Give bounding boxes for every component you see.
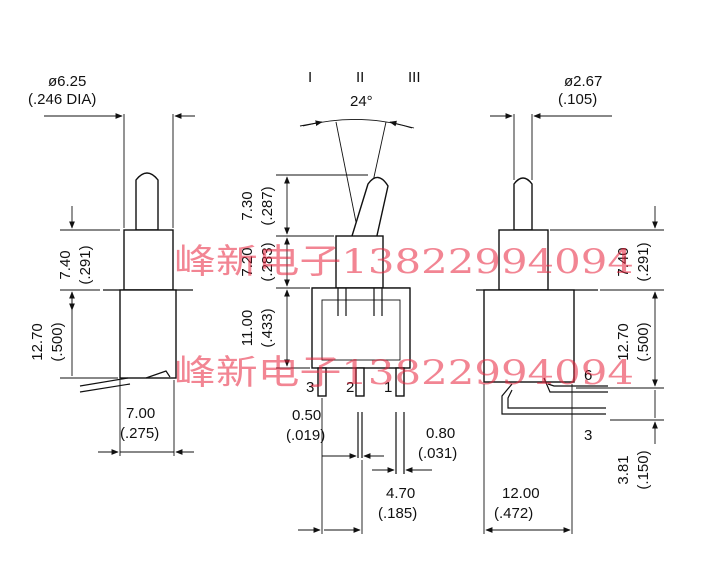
right-toggle-height-mm: 7.40 bbox=[615, 247, 632, 276]
watermark-line-1: 峰新电子13822994094 bbox=[174, 242, 634, 282]
pin-label-1: 1 bbox=[384, 379, 392, 396]
center-toggle-lever bbox=[351, 176, 389, 241]
center-bushing bbox=[335, 235, 384, 289]
terminal-label-6: 6 bbox=[584, 367, 592, 384]
pin-width-in: (.031) bbox=[418, 445, 457, 462]
left-toggle-height-in: (.291) bbox=[77, 245, 94, 284]
terminal-offset-mm: 3.81 bbox=[615, 455, 632, 484]
lever-height-in: (.287) bbox=[259, 186, 276, 225]
left-body bbox=[119, 289, 177, 379]
right-body-width-in: (.472) bbox=[494, 505, 533, 522]
left-bushing bbox=[123, 229, 174, 291]
pin-pitch-in: (.185) bbox=[378, 505, 417, 522]
left-diameter-in: (.246 DIA) bbox=[28, 91, 96, 108]
terminal-offset-in: (.150) bbox=[635, 450, 652, 489]
right-diameter-in: (.105) bbox=[558, 91, 597, 108]
left-body-height-in: (.500) bbox=[49, 322, 66, 361]
pin-width-mm: 0.80 bbox=[426, 425, 455, 442]
body-height-in: (.433) bbox=[259, 308, 276, 347]
body-height-mm: 11.00 bbox=[239, 310, 256, 346]
left-terminal-width-in: (.275) bbox=[120, 425, 159, 442]
right-body-height-mm: 12.70 bbox=[615, 323, 632, 361]
left-diameter-mm: ø6.25 bbox=[48, 73, 86, 90]
left-terminal bbox=[79, 370, 171, 393]
lever-height-mm: 7.30 bbox=[239, 191, 256, 220]
angle-label: 24° bbox=[350, 93, 373, 110]
pin-label-2: 2 bbox=[346, 379, 354, 396]
pin-1 bbox=[395, 367, 405, 397]
right-toggle-height-in: (.291) bbox=[635, 242, 652, 281]
right-body-height-in: (.500) bbox=[635, 322, 652, 361]
left-view: ø6.25 (.246 DIA) 7.40 (.291) 12.70 (.500… bbox=[28, 73, 195, 456]
left-toggle-height-mm: 7.40 bbox=[57, 250, 74, 279]
right-view: ø2.67 (.105) 7.40 (.291) 12.70 (.500) 3.… bbox=[476, 73, 664, 534]
bushing-height-mm: 7.20 bbox=[239, 247, 256, 276]
left-toggle-lever bbox=[135, 172, 159, 231]
pin-3 bbox=[317, 367, 327, 397]
position-label-ii: II bbox=[356, 69, 364, 86]
watermark-line-2: 峰新电子13822994094 bbox=[174, 353, 634, 393]
terminal-label-3: 3 bbox=[584, 427, 592, 444]
left-body-height-mm: 12.70 bbox=[29, 323, 46, 361]
pin-label-3: 3 bbox=[306, 379, 314, 396]
pin-thickness-mm: 0.50 bbox=[292, 407, 321, 424]
right-diameter-mm: ø2.67 bbox=[564, 73, 602, 90]
position-label-i: I bbox=[308, 69, 312, 86]
right-body-width-mm: 12.00 bbox=[502, 485, 540, 502]
right-terminals bbox=[501, 377, 608, 415]
position-label-iii: III bbox=[408, 69, 421, 86]
pin-pitch-mm: 4.70 bbox=[386, 485, 415, 502]
right-bushing bbox=[498, 229, 549, 291]
center-view: I II III 24° 3 2 1 bbox=[239, 69, 457, 534]
pin-thickness-in: (.019) bbox=[286, 427, 325, 444]
left-terminal-width-mm: 7.00 bbox=[126, 405, 155, 422]
bushing-height-in: (.283) bbox=[259, 242, 276, 281]
pin-2 bbox=[355, 367, 365, 397]
right-toggle-lever bbox=[513, 177, 533, 231]
right-body bbox=[483, 289, 575, 383]
